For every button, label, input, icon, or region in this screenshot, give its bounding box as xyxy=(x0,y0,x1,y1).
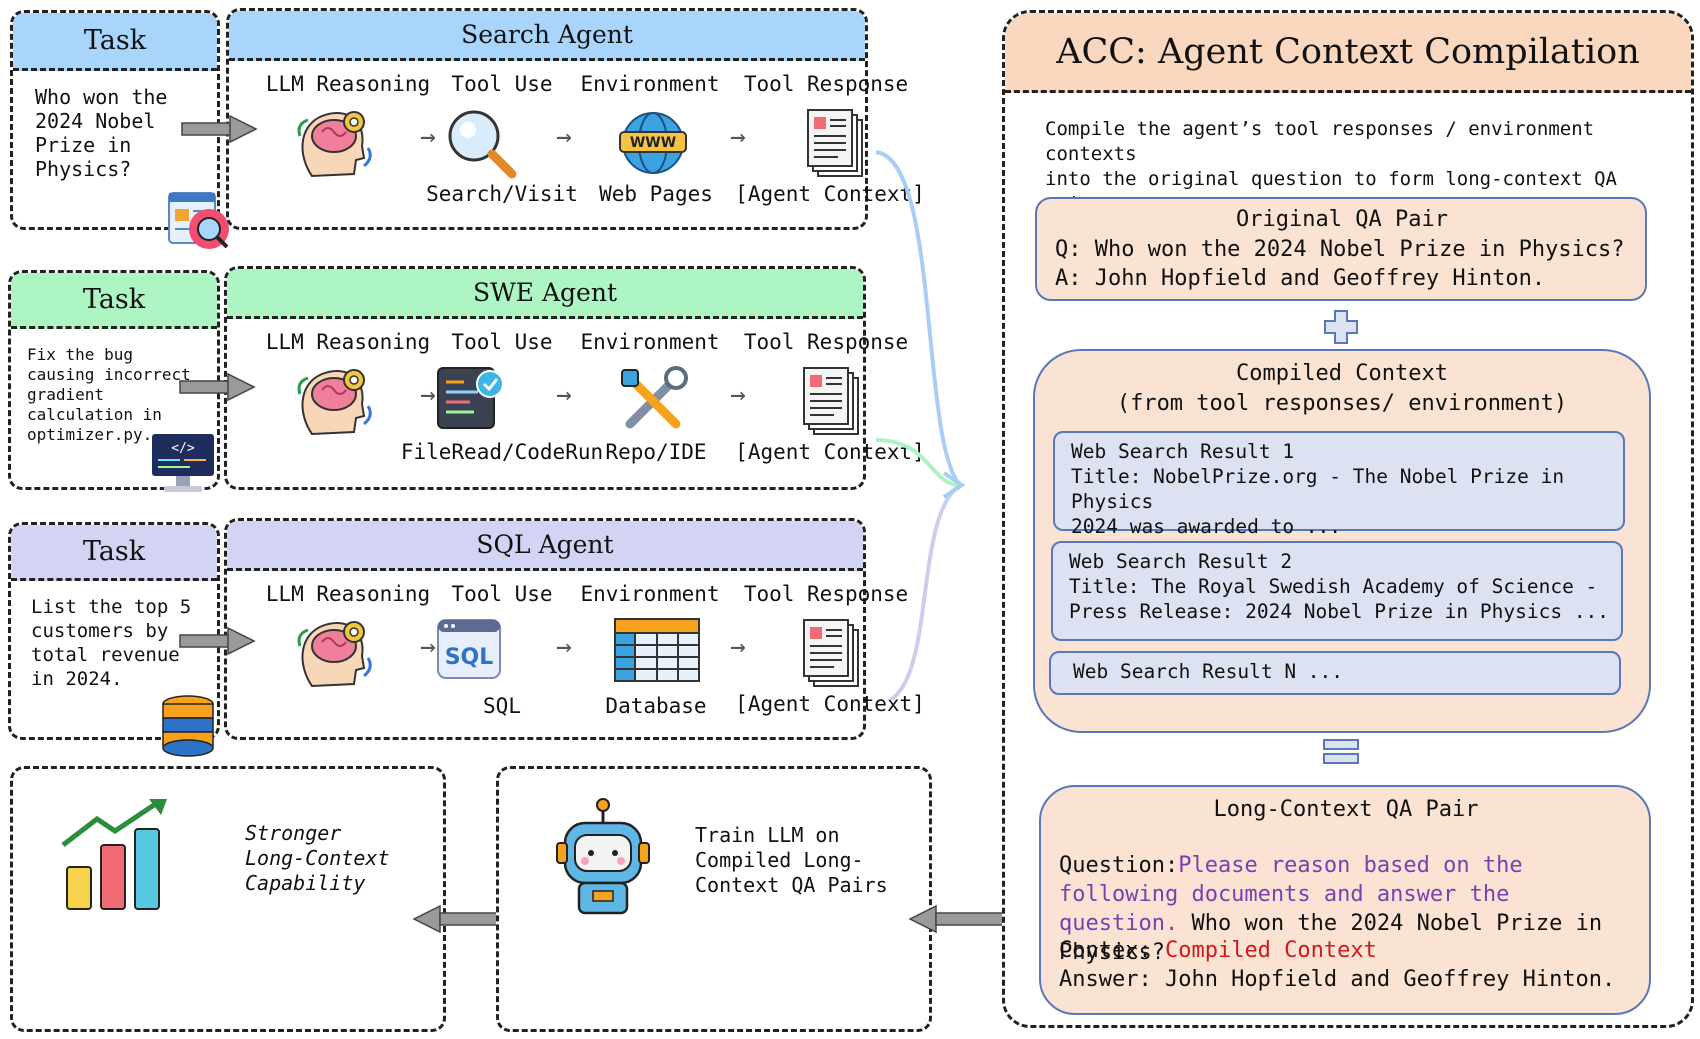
question-instruction: Please reason based on the following doc… xyxy=(1059,853,1523,936)
step-sublabel: [Agent Context] xyxy=(735,440,925,464)
step-arrow-icon: → xyxy=(420,380,436,410)
database-stack-icon xyxy=(162,695,214,757)
original-qa-question: Q: Who won the 2024 Nobel Prize in Physi… xyxy=(1055,237,1625,262)
original-qa-answer: A: John Hopfield and Geoffrey Hinton. xyxy=(1055,266,1546,291)
step-sublabel: Web Pages xyxy=(599,182,713,206)
globe-www-icon: WWW xyxy=(616,106,690,184)
step-label: Tool Use xyxy=(451,582,553,606)
acc-panel: ACC: Agent Context Compilation Compile t… xyxy=(1002,10,1694,1028)
step-arrow-icon: → xyxy=(556,380,572,410)
document-stack-icon xyxy=(800,618,864,694)
long-context-question: Question:Please reason based on the foll… xyxy=(1059,851,1619,967)
long-context-qa-box: Long-Context QA Pair Question:Please rea… xyxy=(1039,785,1651,1015)
context-flow-connectors xyxy=(875,150,966,700)
task-text-sql: List the top 5 customers by total revenu… xyxy=(31,596,192,690)
document-stack-icon xyxy=(804,108,868,184)
brain-reasoning-icon xyxy=(292,106,372,186)
web-search-result-1: Web Search Result 1 Title: NobelPrize.or… xyxy=(1053,431,1625,538)
step-label: Tool Response xyxy=(743,582,909,606)
svg-text:</>: </> xyxy=(171,441,195,456)
svg-text:WWW: WWW xyxy=(630,135,676,151)
document-stack-icon xyxy=(800,366,864,442)
step-arrow-icon: → xyxy=(730,122,746,152)
step-label: Tool Response xyxy=(743,72,909,96)
acc-description: Compile the agent’s tool responses / env… xyxy=(1045,118,1617,215)
compiled-context-title: Compiled Context xyxy=(1236,361,1448,386)
step-label: LLM Reasoning xyxy=(265,582,431,606)
task-header: Task xyxy=(11,273,217,329)
train-box: Train LLM on Compiled Long- Context QA P… xyxy=(496,766,932,1032)
compiled-context-subtitle: (from tool responses/ environment) xyxy=(1116,391,1568,416)
web-search-result-2: Web Search Result 2 Title: The Royal Swe… xyxy=(1051,541,1623,641)
code-monitor-icon: </> xyxy=(152,434,214,492)
step-label: Tool Use xyxy=(451,330,553,354)
context-value: Compiled Context xyxy=(1164,938,1377,963)
context-label: Contex: xyxy=(1059,938,1165,963)
original-qa-box: Original QA Pair Q: Who won the 2024 Nob… xyxy=(1035,197,1647,301)
agent-header-swe: SWE Agent xyxy=(227,269,863,319)
brain-reasoning-icon xyxy=(292,616,372,696)
step-sublabel: Repo/IDE xyxy=(605,440,707,464)
task-header: Task xyxy=(11,525,217,581)
agent-box-search: Search Agent xyxy=(226,8,868,230)
compiled-context-box: Compiled Context (from tool responses/ e… xyxy=(1033,349,1651,733)
long-context-context: Contex: Compiled Context xyxy=(1059,938,1377,963)
step-label: LLM Reasoning xyxy=(265,72,431,96)
step-label: Environment xyxy=(580,582,720,606)
plus-icon xyxy=(1324,310,1358,344)
long-context-qa-title: Long-Context QA Pair xyxy=(1213,797,1479,822)
step-sublabel: [Agent Context] xyxy=(735,182,925,206)
step-sublabel: Database xyxy=(605,694,707,718)
question-label: Question: xyxy=(1059,853,1179,878)
magnifier-icon xyxy=(444,106,518,184)
equals-icon xyxy=(1323,739,1359,764)
arrow-task-to-agent xyxy=(179,372,256,402)
task-header: Task xyxy=(13,13,217,71)
arrow-task-to-agent xyxy=(181,114,258,144)
acc-header: ACC: Agent Context Compilation xyxy=(1005,13,1691,93)
web-search-result-text: Web Search Result N ... xyxy=(1073,660,1344,683)
search-document-icon xyxy=(168,192,229,249)
step-arrow-icon: → xyxy=(556,632,572,662)
step-sublabel: FileRead/CodeRun xyxy=(400,440,604,464)
agent-header-search: Search Agent xyxy=(229,11,865,61)
long-context-answer: Answer: John Hopfield and Geoffrey Hinto… xyxy=(1059,967,1616,992)
original-qa-title: Original QA Pair xyxy=(1236,207,1448,232)
step-label: Environment xyxy=(580,72,720,96)
sql-icon-text: SQL xyxy=(445,645,494,670)
web-search-result-n: Web Search Result N ... xyxy=(1049,651,1621,695)
step-arrow-icon: → xyxy=(420,122,436,152)
agent-header-sql: SQL Agent xyxy=(227,521,863,571)
web-search-result-text: Web Search Result 2 Title: The Royal Swe… xyxy=(1069,550,1610,623)
step-arrow-icon: → xyxy=(556,122,572,152)
agent-box-swe: SWE Agent xyxy=(224,266,866,490)
task-text-swe: Fix the bug causing incorrect gradient c… xyxy=(27,345,191,444)
task-text-search: Who won the 2024 Nobel Prize in Physics? xyxy=(35,85,168,181)
wrench-screwdriver-icon xyxy=(616,364,690,442)
arrow-task-to-agent xyxy=(179,626,256,656)
step-arrow-icon: → xyxy=(420,632,436,662)
sql-icon: SQL xyxy=(434,616,508,694)
task-box-search: Task Who won the 2024 Nobel Prize in Phy… xyxy=(10,10,229,249)
step-sublabel: SQL xyxy=(483,694,521,718)
code-editor-icon xyxy=(434,364,508,442)
step-label: Environment xyxy=(580,330,720,354)
question-body: Who won the 2024 Nobel Prize in Physics? xyxy=(1059,911,1603,965)
brain-reasoning-icon xyxy=(292,364,372,444)
result-box: Stronger Long-Context Capability xyxy=(10,766,446,1032)
arrow-acc-to-train xyxy=(908,904,1013,934)
web-search-result-text: Web Search Result 1 Title: NobelPrize.or… xyxy=(1071,440,1565,538)
step-label: LLM Reasoning xyxy=(265,330,431,354)
step-arrow-icon: → xyxy=(730,380,746,410)
step-label: Tool Use xyxy=(451,72,553,96)
step-label: Tool Response xyxy=(743,330,909,354)
growth-chart-icon xyxy=(61,799,167,910)
step-sublabel: Search/Visit xyxy=(426,182,578,206)
step-arrow-icon: → xyxy=(730,632,746,662)
robot-icon xyxy=(556,798,650,915)
result-text: Stronger Long-Context Capability xyxy=(245,821,390,895)
database-table-icon xyxy=(612,616,702,690)
train-text: Train LLM on Compiled Long- Context QA P… xyxy=(695,823,888,897)
